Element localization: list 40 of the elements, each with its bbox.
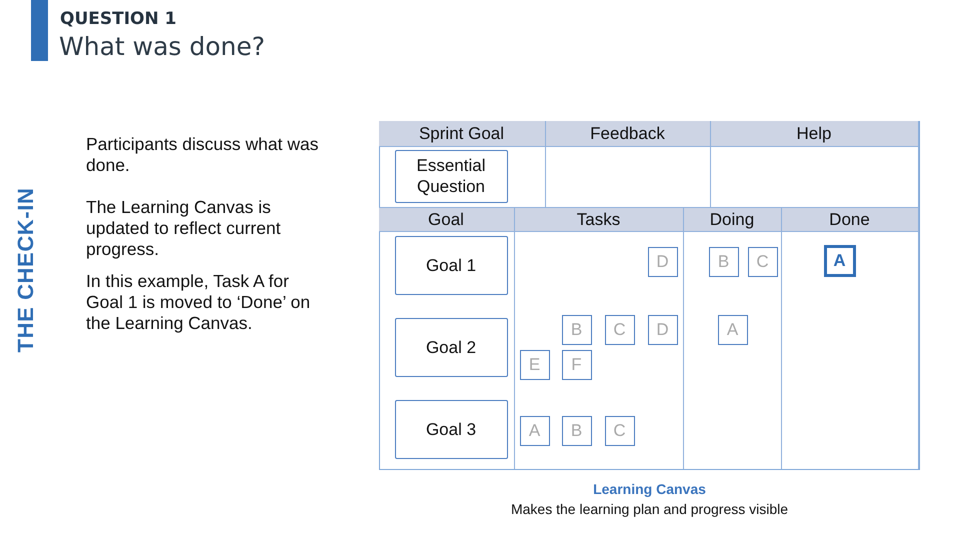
- canvas-column: [546, 120, 710, 208]
- column-header: Tasks: [514, 208, 682, 232]
- question-box: Essential Question: [394, 150, 508, 202]
- task-card: D: [648, 314, 678, 344]
- done-task-card: A: [824, 244, 856, 276]
- column-header: Doing: [684, 208, 780, 232]
- slide-title: What was done?: [59, 32, 266, 61]
- column-header: Help: [710, 120, 918, 146]
- column-header: Feedback: [546, 120, 710, 146]
- task-card: F: [562, 350, 592, 380]
- task-card: C: [748, 246, 778, 276]
- body-text: In this example, Task A for Goal 1 is moved to ‘Done’ on the Learning Canvas.: [86, 271, 312, 334]
- task-card: D: [648, 246, 678, 276]
- canvas-title: Learning Canvas: [593, 481, 706, 497]
- canvas-column: [710, 120, 918, 208]
- task-card: B: [562, 416, 592, 446]
- goal-box: Goal 2: [394, 318, 508, 376]
- canvas-column: [378, 208, 514, 468]
- canvas-caption: Makes the learning plan and progress visible: [510, 501, 788, 517]
- goal-box: Goal 1: [394, 236, 508, 294]
- task-card: A: [520, 416, 550, 446]
- task-card: A: [718, 314, 748, 344]
- column-header: Sprint Goal: [378, 120, 544, 146]
- column-header: Done: [782, 208, 918, 232]
- section-label: QUESTION 1: [60, 9, 176, 29]
- learning-canvas: [379, 121, 920, 470]
- vertical-label: THE CHECK-IN: [13, 188, 39, 352]
- column-header: Goal: [378, 208, 514, 232]
- canvas-column: [684, 208, 782, 468]
- task-card: E: [520, 350, 550, 380]
- task-card: C: [604, 314, 634, 344]
- body-text: The Learning Canvas is updated to reflect current progress.: [86, 197, 282, 260]
- canvas-column: [782, 208, 918, 468]
- task-card: C: [604, 416, 634, 446]
- goal-box: Goal 3: [394, 400, 508, 458]
- task-card: B: [708, 246, 738, 276]
- canvas-column: [378, 120, 546, 208]
- body-text: Participants discuss what was done.: [86, 134, 320, 176]
- task-card: B: [562, 314, 592, 344]
- canvas-column: [514, 208, 684, 468]
